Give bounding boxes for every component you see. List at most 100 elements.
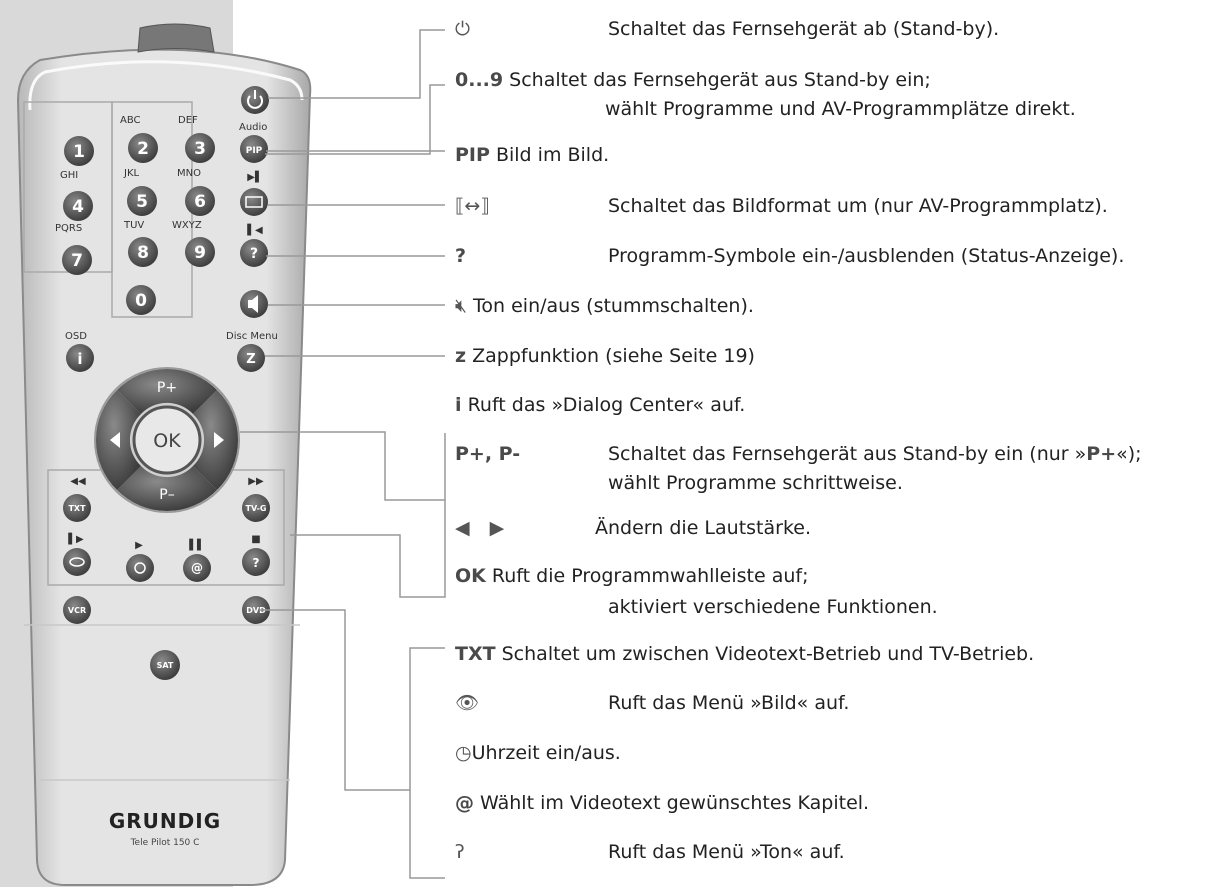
- ok-button[interactable]: OK: [132, 405, 202, 475]
- power-icon: ⏻: [455, 18, 471, 40]
- button-6[interactable]: 6: [185, 186, 215, 216]
- eye-icon: 👁︎: [455, 692, 480, 714]
- button-2[interactable]: 2: [128, 133, 158, 163]
- desc-volume: ◀ ▶ Ändern die Lautstärke.: [455, 517, 811, 539]
- desc-txt: TXT Schaltet um zwischen Videotext-Betri…: [455, 643, 1035, 665]
- button-5[interactable]: 5: [127, 186, 157, 216]
- volume-right-button[interactable]: [193, 390, 239, 490]
- volume-left-button[interactable]: [95, 390, 141, 490]
- svg-text:SAT: SAT: [157, 661, 174, 670]
- picture-menu-button[interactable]: [63, 548, 91, 576]
- p-plus-button[interactable]: P+: [117, 368, 217, 414]
- desc-mute: 🔇︎ Ton ein/aus (stummschalten).: [455, 295, 754, 317]
- label-audio: Audio: [239, 122, 267, 133]
- svg-text:▶▶: ▶▶: [248, 476, 264, 487]
- svg-text:7: 7: [71, 251, 83, 271]
- button-4[interactable]: 4: [63, 191, 93, 221]
- svg-text:?: ?: [253, 556, 260, 570]
- desc-ok: OK Ruft die Programmwahlleiste auf;: [455, 565, 809, 587]
- button-8[interactable]: 8: [128, 237, 158, 267]
- desc-status: ? Programm-Symbole ein-/ausblenden (Stat…: [455, 245, 1125, 267]
- button-0[interactable]: 0: [126, 285, 156, 315]
- button-3[interactable]: 3: [185, 133, 215, 163]
- dvd-button[interactable]: DVD: [242, 596, 270, 624]
- svg-text:▌◀: ▌◀: [246, 223, 263, 236]
- svg-text:VCR: VCR: [68, 606, 86, 615]
- svg-text:DVD: DVD: [246, 606, 266, 615]
- format-button[interactable]: [240, 188, 268, 216]
- sat-button[interactable]: SAT: [150, 650, 180, 680]
- clock-button[interactable]: [126, 554, 154, 582]
- desc-chapter: @ Wählt im Videotext gewünschtes Kapitel…: [455, 792, 870, 814]
- svg-text:▶: ▶: [135, 540, 143, 551]
- desc-pip: PIP Bild im Bild.: [455, 144, 610, 166]
- label-ghi: GHI: [60, 170, 78, 181]
- desc-dialog: i Ruft das »Dialog Center« auf.: [455, 394, 746, 416]
- format-icon: ⟦↔⟧: [455, 195, 490, 217]
- label-def: DEF: [178, 115, 198, 126]
- desc-sound: ʔ Ruft das Menü »Ton« auf.: [455, 841, 845, 863]
- remote-control: ABC DEF GHI JKL MNO PQRS TUV WXYZ Audio …: [16, 23, 312, 886]
- desc-digits: 0...9 Schaltet das Fernsehgerät aus Stan…: [455, 69, 931, 91]
- svg-text:Z: Z: [246, 352, 255, 367]
- svg-text:■: ■: [251, 534, 260, 545]
- direction-pad: P+ P– OK: [94, 367, 240, 513]
- svg-text:OK: OK: [153, 430, 181, 452]
- svg-text:1: 1: [73, 142, 85, 162]
- svg-text:◀◀: ◀◀: [70, 476, 86, 487]
- desc-power: ⏻ Schaltet das Fernsehgerät ab (Stand-by…: [455, 18, 1000, 40]
- desc-ok-line2: aktiviert verschiedene Funktionen.: [608, 596, 938, 618]
- desc-picture: 👁︎ Ruft das Menü »Bild« auf.: [455, 692, 850, 714]
- button-1[interactable]: 1: [64, 136, 94, 166]
- svg-text:3: 3: [194, 139, 206, 159]
- svg-text:TXT: TXT: [68, 504, 86, 513]
- volume-left-icon: ◀: [455, 517, 470, 539]
- sound-menu-button[interactable]: ?: [242, 548, 270, 576]
- label-disc-menu: Disc Menu: [226, 331, 278, 342]
- svg-text:2: 2: [137, 139, 149, 159]
- svg-text:?: ?: [250, 246, 258, 262]
- label-wxyz: WXYZ: [172, 220, 202, 231]
- brand-logo: GRUNDIG: [109, 809, 221, 833]
- vcr-button[interactable]: VCR: [63, 596, 91, 624]
- zapp-button[interactable]: Z: [237, 344, 265, 372]
- label-osd: OSD: [65, 331, 87, 342]
- pip-button[interactable]: PIP: [240, 135, 268, 163]
- txt-button[interactable]: TXT: [63, 494, 91, 522]
- desc-pplus: P+, P- Schaltet das Fernsehgerät aus Sta…: [455, 443, 1142, 465]
- desc-digits-line2: wählt Programme und AV-Programmplätze di…: [605, 98, 1076, 120]
- model-name: Tele Pilot 150 C: [130, 838, 200, 848]
- svg-text:9: 9: [194, 243, 206, 263]
- volume-right-icon: ▶: [489, 517, 505, 539]
- svg-text:TV-G: TV-G: [246, 504, 267, 513]
- button-7[interactable]: 7: [62, 245, 92, 275]
- svg-text:PIP: PIP: [246, 146, 263, 156]
- label-pqrs: PQRS: [55, 223, 82, 234]
- power-button[interactable]: [241, 86, 269, 114]
- button-9[interactable]: 9: [185, 237, 215, 267]
- svg-text:▌▌: ▌▌: [188, 538, 204, 551]
- svg-text:P+: P+: [157, 380, 177, 396]
- clock-icon: ◷: [455, 742, 472, 764]
- p-minus-button[interactable]: P–: [117, 466, 217, 512]
- mute-icon: 🔇︎: [455, 295, 467, 317]
- tv-guide-button[interactable]: TV-G: [242, 494, 270, 522]
- label-mno: MNO: [177, 168, 201, 179]
- svg-text:▶▌: ▶▌: [247, 170, 262, 183]
- desc-zapp: z Zappfunktion (siehe Seite 19): [455, 345, 755, 367]
- mute-button[interactable]: [240, 290, 268, 318]
- label-tuv: TUV: [123, 220, 144, 231]
- svg-text:6: 6: [194, 192, 206, 212]
- svg-text:P–: P–: [159, 487, 174, 503]
- label-jkl: JKL: [123, 168, 140, 179]
- svg-text:i: i: [77, 350, 82, 368]
- svg-text:5: 5: [136, 192, 148, 212]
- chapter-button[interactable]: @: [183, 554, 211, 582]
- osd-button[interactable]: i: [66, 344, 94, 372]
- desc-format: ⟦↔⟧ Schaltet das Bildformat um (nur AV-P…: [455, 195, 1108, 217]
- status-button[interactable]: ?: [240, 239, 268, 267]
- svg-text:@: @: [191, 561, 203, 575]
- desc-clock: ◷Uhrzeit ein/aus.: [455, 742, 621, 764]
- svg-text:0: 0: [135, 291, 147, 311]
